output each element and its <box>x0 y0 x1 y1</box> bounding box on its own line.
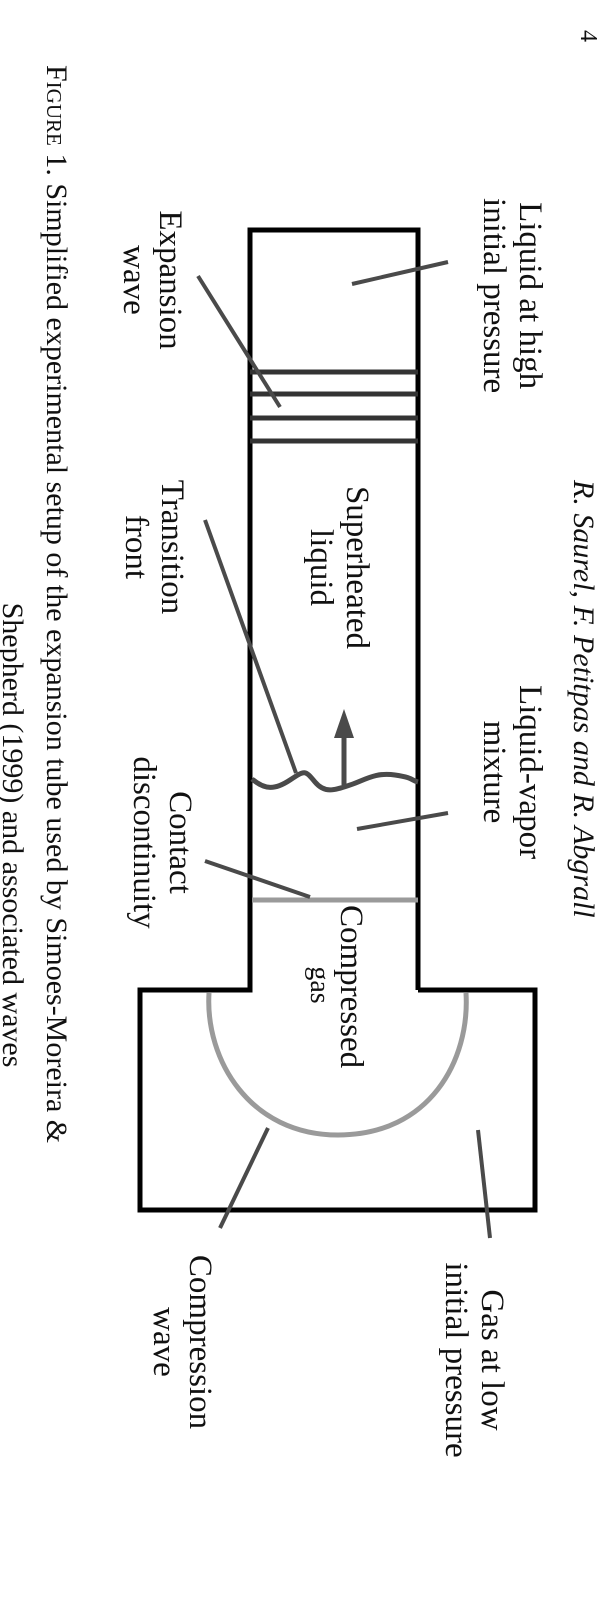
page-number: 4 <box>575 30 601 42</box>
expansion-wave-lines <box>250 369 418 444</box>
caption-line-1: Figure 1. Simplified experimental setup … <box>40 65 73 1144</box>
transition-direction-arrow-head <box>334 709 354 738</box>
label-liquid-high: Liquid at high initial pressure <box>476 198 548 394</box>
label-superheated-liquid: Superheated liquid <box>303 485 375 650</box>
leader-contact <box>204 859 311 899</box>
label-expansion-wave: Expansion wave <box>116 210 188 350</box>
caption-line-2: Shepherd (1999) and associated waves <box>0 602 29 1068</box>
leader-compression <box>218 1127 270 1229</box>
figure-caption: Figure 1. Simplified experimental setup … <box>0 65 78 1605</box>
leader-liquid-high <box>351 260 449 286</box>
label-contact-discontinuity: Contact discontinuity <box>126 756 198 929</box>
label-transition-front: Transition front <box>118 479 190 615</box>
label-compression-wave: Compression wave <box>146 1254 218 1430</box>
leader-expansion <box>196 274 282 409</box>
leader-gas-low <box>476 1129 492 1239</box>
label-gas-low-pressure: Gas at low initial pressure <box>438 1262 510 1458</box>
transition-front <box>250 770 419 793</box>
leader-transition <box>203 519 298 774</box>
label-compressed-gas: Compressed gas <box>304 905 369 1069</box>
label-liquid-vapor-mixture: Liquid-vapor mixture <box>476 684 548 860</box>
compression-wave-arc <box>206 992 469 1138</box>
leader-mixture <box>356 811 449 831</box>
tube-outline <box>137 227 538 1213</box>
running-header: R. Saurel, F. Petitpas and R. Abgrall <box>567 480 600 918</box>
